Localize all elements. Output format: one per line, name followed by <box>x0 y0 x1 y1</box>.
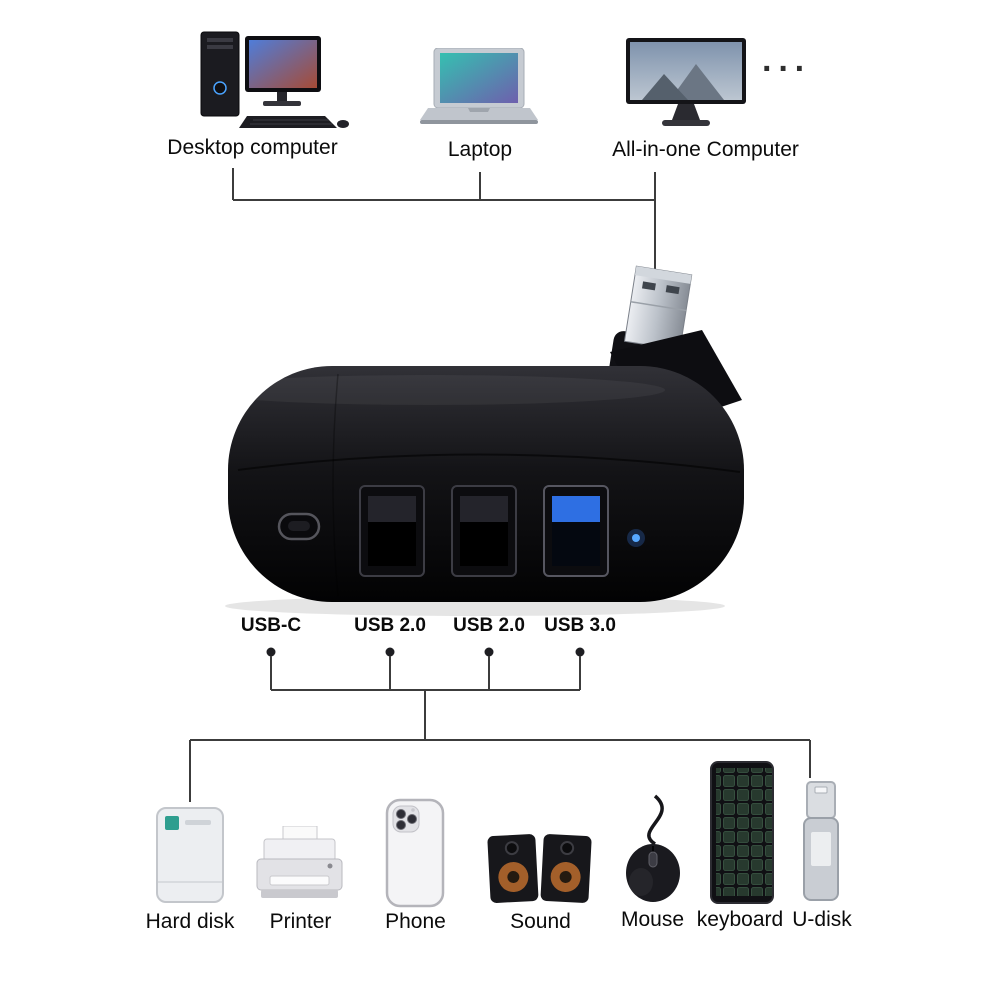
label-port-usb-3: USB 3.0 <box>544 615 616 636</box>
printer-icon <box>252 826 347 906</box>
label-port-usb-2-a: USB 2.0 <box>354 615 426 636</box>
hub-swivel-arm <box>610 330 742 430</box>
desktop-computer-icon <box>195 30 350 132</box>
label-keyboard: keyboard <box>696 908 784 931</box>
hub-ports <box>277 485 645 577</box>
usb-c-port-icon <box>277 512 321 541</box>
top-connector-lines <box>232 168 656 273</box>
mouse-icon <box>615 786 690 904</box>
speakers-icon <box>487 830 592 905</box>
label-port-usb-2-b: USB 2.0 <box>453 615 525 636</box>
more-devices-ellipsis: ··· <box>762 50 811 88</box>
label-laptop: Laptop <box>447 138 513 161</box>
u-disk-icon <box>796 780 844 905</box>
status-led <box>627 529 645 547</box>
laptop-icon <box>420 48 538 128</box>
usb-2-port-icon <box>451 485 517 577</box>
usb-plug-icon <box>608 265 693 394</box>
label-port-usb-c: USB-C <box>240 615 302 636</box>
label-mouse: Mouse <box>620 908 685 931</box>
label-sound: Sound <box>510 910 571 933</box>
label-u-disk: U-disk <box>792 908 852 931</box>
label-hard-disk: Hard disk <box>145 910 235 933</box>
hub-shadow <box>225 596 725 616</box>
usb-hub-body <box>195 366 744 602</box>
keyboard-icon <box>708 760 776 905</box>
hard-disk-icon <box>155 806 225 904</box>
usb-3-port-icon <box>543 485 609 577</box>
label-desktop-computer: Desktop computer <box>167 136 338 159</box>
label-printer: Printer <box>269 910 332 933</box>
all-in-one-computer-icon <box>626 38 746 128</box>
port-dots <box>266 647 585 657</box>
phone-icon <box>384 798 446 908</box>
usb-2-port-icon <box>359 485 425 577</box>
label-phone: Phone <box>385 910 446 933</box>
label-all-in-one-computer: All-in-one Computer <box>612 138 799 161</box>
